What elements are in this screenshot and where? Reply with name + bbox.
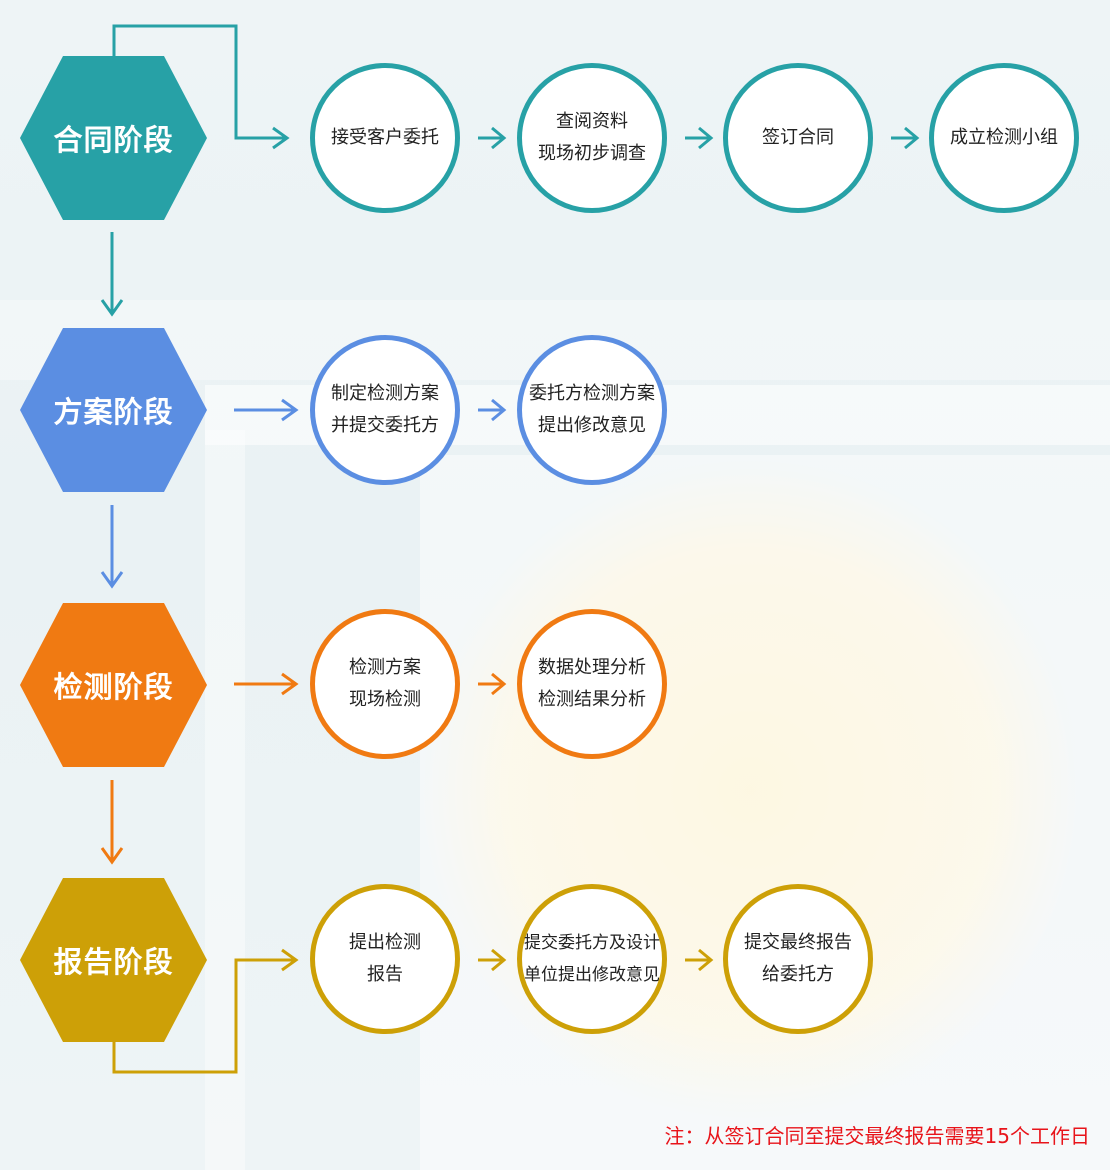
stage-plan: 方案阶段 [20,328,207,492]
stage-testing: 检测阶段 [20,603,207,767]
step-make-plan: 制定检测方案 并提交委托方 [310,335,460,485]
step-accept-commission: 接受客户委托 [310,63,460,213]
footnote: 注：从签订合同至提交最终报告需要15个工作日 [664,1124,1090,1148]
report-connectors [112,948,714,1074]
step-field-testing: 检测方案 现场检测 [310,609,460,759]
stage-contract: 合同阶段 [20,56,207,220]
step-data-analysis: 数据处理分析 检测结果分析 [517,609,667,759]
arrowhead [272,126,290,150]
step-draft-report: 提出检测 报告 [310,884,460,1034]
step-final-report: 提交最终报告 给委托方 [723,884,873,1034]
stage-report: 报告阶段 [20,878,207,1042]
step-client-feedback: 委托方检测方案 提出修改意见 [517,335,667,485]
testing-connectors [100,672,507,865]
loop-arrow-line [112,24,285,140]
step-review-survey: 查阅资料 现场初步调查 [517,63,667,213]
step-sign-contract: 签订合同 [723,63,873,213]
step-form-team: 成立检测小组 [929,63,1079,213]
plan-connectors [100,398,507,589]
step-submit-for-review: 提交委托方及设计 单位提出修改意见 [517,884,667,1034]
contract-connectors [100,24,920,317]
